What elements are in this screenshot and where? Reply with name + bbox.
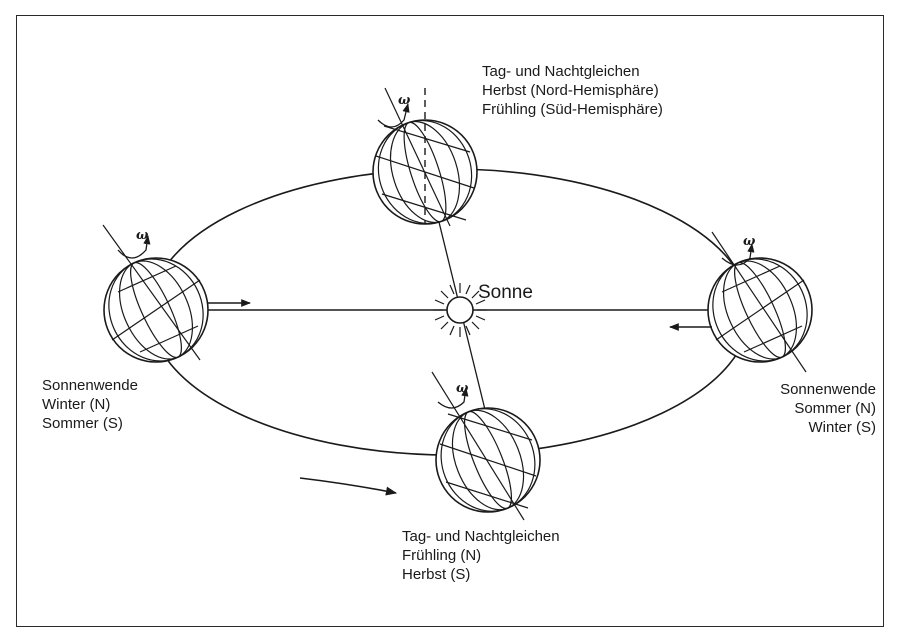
label-right-solstice: Sonnenwende Sommer (N) Winter (S)	[736, 380, 876, 437]
label-top-equinox: Tag- und Nachtgleichen Herbst (Nord-Hemi…	[482, 62, 663, 119]
omega-label-right: ω	[743, 234, 755, 249]
label-line: Frühling (Süd-Hemisphäre)	[482, 100, 663, 119]
label-line: Sommer (S)	[42, 414, 138, 433]
orbit-direction-arrow	[300, 478, 396, 493]
label-line: Sommer (N)	[736, 399, 876, 418]
omega-label-top: ω	[398, 93, 410, 108]
globe-top	[365, 88, 485, 236]
label-line: Herbst (Nord-Hemisphäre)	[482, 81, 663, 100]
globe-left	[92, 225, 250, 377]
label-line: Tag- und Nachtgleichen	[482, 62, 663, 81]
omega-label-bottom: ω	[456, 381, 468, 396]
label-line: Winter (S)	[736, 418, 876, 437]
label-line: Herbst (S)	[402, 565, 560, 584]
omega-label-left: ω	[136, 228, 148, 243]
label-line: Tag- und Nachtgleichen	[402, 527, 560, 546]
label-line: Winter (N)	[42, 395, 138, 414]
label-left-solstice: Sonnenwende Winter (N) Sommer (S)	[42, 376, 138, 433]
label-line: Sonnenwende	[42, 376, 138, 395]
label-line: Frühling (N)	[402, 546, 560, 565]
label-line: Sonnenwende	[736, 380, 876, 399]
globe-bottom	[426, 372, 550, 525]
label-bottom-equinox: Tag- und Nachtgleichen Frühling (N) Herb…	[402, 527, 560, 584]
sun-label: Sonne	[478, 282, 533, 304]
globe-right	[670, 232, 824, 377]
